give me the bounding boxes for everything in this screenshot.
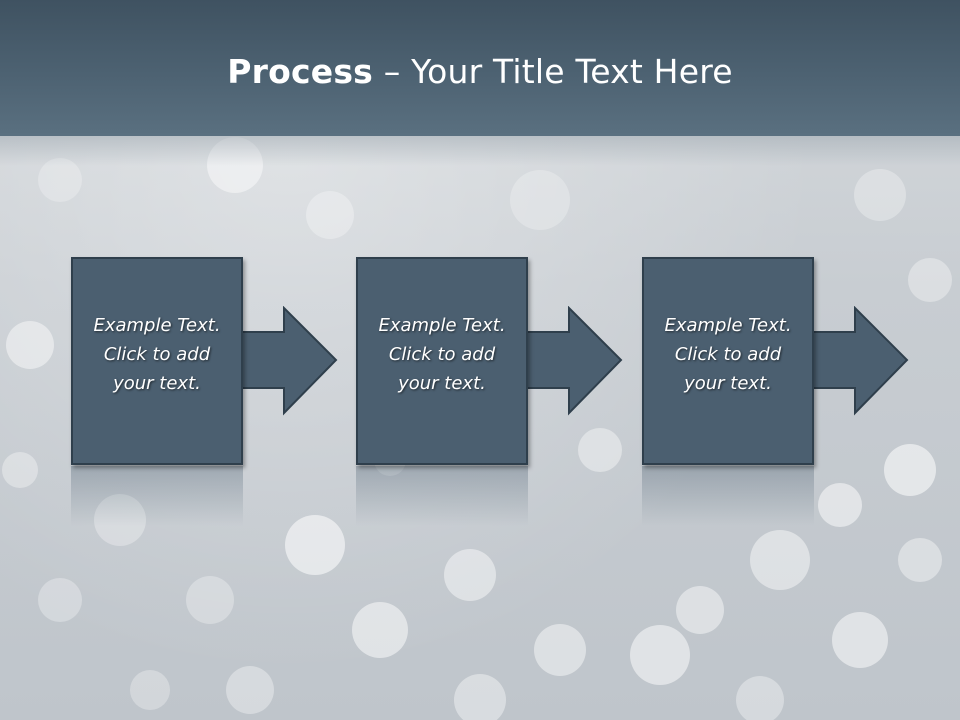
arrow-1-icon	[241, 306, 338, 416]
step-3-line-2: Click to add	[674, 344, 782, 365]
arrow-2-icon	[526, 306, 623, 416]
arrow-3-icon	[812, 306, 909, 416]
step-3-reflection	[642, 466, 814, 526]
step-3-line-3: your text.	[684, 373, 772, 394]
process-step-3[interactable]: Example Text. Click to add your text.	[642, 257, 814, 465]
step-3-text[interactable]: Example Text. Click to add your text.	[644, 311, 812, 398]
step-3-line-1: Example Text.	[664, 315, 792, 336]
title-band	[0, 136, 960, 166]
step-1-reflection	[71, 466, 243, 526]
step-2-reflection	[356, 466, 528, 526]
slide-title-bold: Process	[227, 52, 374, 91]
process-step-1[interactable]: Example Text. Click to add your text.	[71, 257, 243, 465]
process-step-2[interactable]: Example Text. Click to add your text.	[356, 257, 528, 465]
step-1-line-3: your text.	[113, 373, 201, 394]
step-2-line-1: Example Text.	[378, 315, 506, 336]
slide-title-rest: – Your Title Text Here	[373, 52, 733, 91]
step-1-text[interactable]: Example Text. Click to add your text.	[73, 311, 241, 398]
slide-title: Process – Your Title Text Here	[0, 52, 960, 91]
step-2-line-2: Click to add	[388, 344, 496, 365]
title-bar	[0, 0, 960, 136]
step-1-line-1: Example Text.	[93, 315, 221, 336]
step-2-line-3: your text.	[398, 373, 486, 394]
step-1-line-2: Click to add	[103, 344, 211, 365]
step-2-text[interactable]: Example Text. Click to add your text.	[358, 311, 526, 398]
